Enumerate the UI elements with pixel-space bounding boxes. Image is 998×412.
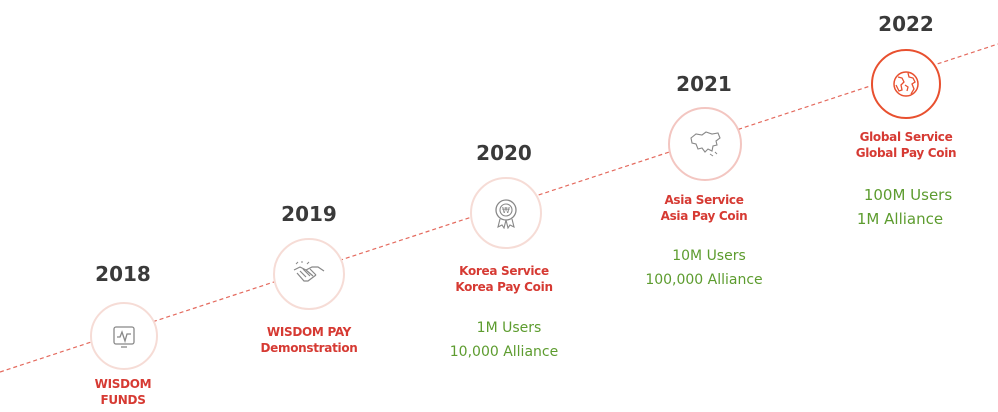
svg-text:₩: ₩	[502, 206, 510, 215]
milestone-stats: 100M Users 1M Alliance	[816, 183, 996, 231]
milestone-title-line2: Global Pay Coin	[855, 146, 957, 160]
milestone-year: 2018	[95, 262, 151, 286]
milestone-icon-circle	[871, 49, 941, 119]
alliance-count: 100,000 Alliance	[645, 272, 763, 288]
asia-map-icon	[690, 131, 721, 157]
milestone-title: WISDOM FUNDS	[33, 376, 213, 408]
milestone-icon-circle	[273, 238, 345, 310]
milestone-title: Korea Service Korea Pay Coin	[414, 263, 594, 295]
milestone-2021: 2021 Asia Service Asia Pay Coin 10M User…	[614, 72, 794, 292]
milestone-title-line1: Global Service	[859, 130, 953, 144]
milestone-title-line1: Korea Service	[459, 264, 549, 278]
milestone-title: Global Service Global Pay Coin	[816, 129, 996, 161]
milestone-year: 2021	[676, 72, 732, 96]
milestone-icon-circle: ₩	[470, 177, 542, 249]
milestone-title: WISDOM PAY Demonstration	[219, 324, 399, 356]
milestone-title-line2: Demonstration	[260, 341, 358, 355]
globe-icon	[893, 71, 919, 97]
milestone-stats: 10M Users 100,000 Alliance	[614, 244, 794, 292]
milestone-title-line1: WISDOM PAY	[266, 325, 352, 339]
users-count: 100M Users	[863, 186, 953, 204]
milestone-stats: 1M Users 10,000 Alliance	[414, 316, 594, 364]
milestone-2020: 2020 ₩ Korea Service Korea Pay Coin 1M U…	[414, 141, 594, 371]
milestone-title-line1: Asia Service	[664, 193, 744, 207]
milestone-icon-circle	[668, 107, 742, 181]
alliance-count: 1M Alliance	[856, 210, 944, 228]
alliance-count: 10,000 Alliance	[449, 344, 559, 360]
milestone-title-line2: Korea Pay Coin	[455, 280, 553, 294]
milestone-title-line2: Asia Pay Coin	[660, 209, 748, 223]
milestone-title-line1: WISDOM	[94, 377, 152, 391]
milestone-year: 2022	[878, 12, 934, 36]
coin-medal-icon: ₩	[495, 199, 517, 229]
milestone-2019: 2019 WISDOM PAY Demonstration	[219, 202, 399, 372]
milestone-2022: 2022 Global Service Global Pay Coin 100M…	[816, 12, 996, 232]
milestone-title: Asia Service Asia Pay Coin	[614, 192, 794, 224]
handshake-icon	[293, 261, 325, 282]
milestone-title-line2: FUNDS	[100, 393, 146, 407]
users-count: 1M Users	[476, 320, 542, 336]
milestone-2018: 2018 WISDOM FUNDS	[33, 262, 213, 412]
chart-monitor-icon	[113, 326, 135, 348]
users-count: 10M Users	[672, 248, 746, 264]
milestone-year: 2020	[476, 141, 532, 165]
milestone-year: 2019	[281, 202, 337, 226]
milestone-icon-circle	[90, 302, 158, 370]
